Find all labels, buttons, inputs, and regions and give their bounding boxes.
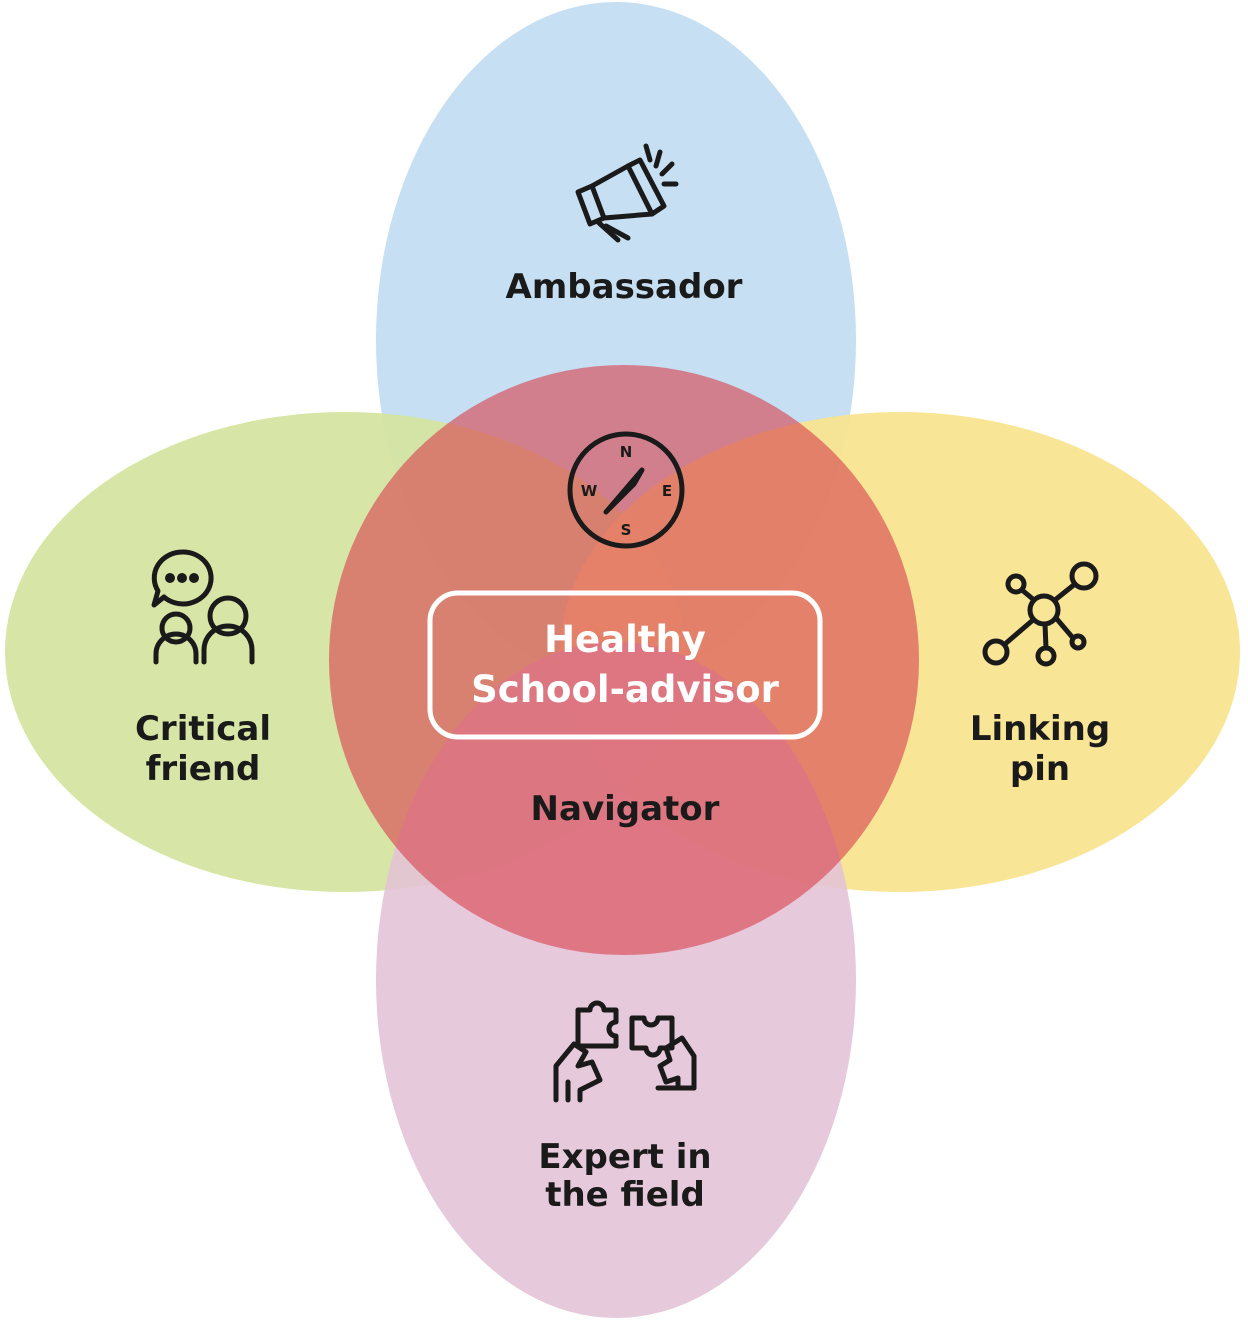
center-line-1: Healthy bbox=[544, 618, 706, 661]
label-linking-pin-1: Linking bbox=[970, 709, 1110, 749]
compass-icon: N S E W bbox=[567, 431, 685, 549]
people-chat-icon bbox=[151, 549, 255, 665]
compass-south: S bbox=[621, 521, 632, 539]
puzzle-hands-icon bbox=[553, 1000, 697, 1103]
compass-north: N bbox=[620, 443, 633, 461]
label-expert-2: the field bbox=[545, 1175, 705, 1215]
center-line-2: School-advisor bbox=[471, 668, 779, 711]
center-box bbox=[427, 590, 823, 740]
megaphone-icon bbox=[575, 143, 679, 243]
compass-east: E bbox=[662, 482, 672, 500]
compass-west: W bbox=[581, 482, 598, 500]
network-icon bbox=[982, 561, 1099, 667]
label-linking-pin-2: pin bbox=[1010, 749, 1070, 789]
label-critical-friend-2: friend bbox=[146, 749, 261, 789]
label-critical-friend-1: Critical bbox=[135, 709, 271, 749]
label-expert-1: Expert in bbox=[538, 1137, 711, 1177]
circle-navigator bbox=[329, 365, 919, 955]
label-ambassador: Ambassador bbox=[506, 267, 743, 307]
label-navigator: Navigator bbox=[531, 789, 720, 829]
